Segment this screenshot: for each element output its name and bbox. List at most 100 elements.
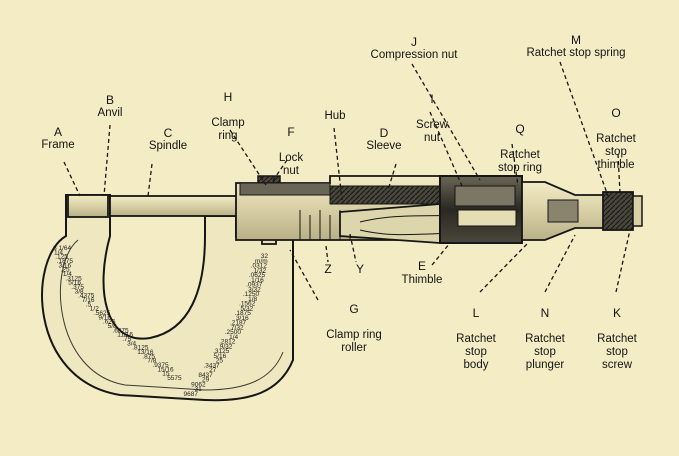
scale-entry: 1/16 [251, 277, 264, 284]
scale-entry: .2500 [225, 329, 242, 336]
leader-lock-nut [271, 159, 288, 183]
label-text: Clamp ring roller [326, 329, 382, 354]
label-text: Compression nut [370, 49, 458, 61]
scale-entry: .5625 [94, 310, 111, 317]
anvil [67, 194, 109, 218]
label-text: Screw nut [416, 119, 448, 144]
scale-entry: 15/16 [157, 366, 174, 373]
label-letter: Y [355, 262, 365, 276]
label-lock-nut: F Lock nut [279, 113, 303, 191]
scale-entry: 9/32 [220, 343, 233, 350]
scale-entry: 3/8 [75, 288, 84, 295]
leader-clamp-ring [229, 129, 267, 186]
scale-entry: 7/16 [82, 297, 95, 304]
scale-entry: .0937 [246, 282, 263, 289]
label-letter: Z [324, 262, 332, 276]
scale-entry: .0312 [251, 263, 268, 270]
label-letter: D [379, 126, 389, 140]
label-letter: Q [515, 122, 525, 136]
scale-entry: 1/4 [54, 249, 63, 256]
scale-entry: .1250 [243, 291, 260, 298]
label-letter: O [611, 106, 621, 120]
scale-entry: .0625 [249, 272, 266, 279]
label-letter: B [105, 93, 114, 107]
scale-entry: 25 [216, 358, 224, 365]
label-sleeve: D Sleeve [366, 127, 401, 153]
leader-hub [333, 127, 343, 201]
scale-entry: 5/16 [214, 353, 227, 360]
label-letter: M [571, 33, 581, 47]
label-text: Ratchet stop spring [526, 47, 626, 59]
scale-entry: m/m [255, 258, 268, 265]
frame-scale-left: 8 1/641/4.125.18753/16.251/4.31255/16.37… [53, 245, 182, 382]
scale-entry: .6875 [112, 327, 129, 334]
label-letter: C [163, 126, 173, 140]
label-clamp-ring-roller: G Clamp ring roller [326, 290, 382, 368]
leader-ratchet-stop-body [479, 242, 529, 293]
label-ratchet-stop-ring: Q Ratchet stop ring [498, 110, 542, 188]
scale-entry: .25 [61, 267, 70, 274]
label-text: Frame [41, 139, 75, 151]
scale-entry: .3125 [66, 275, 83, 282]
label-text: Ratchet stop body [456, 333, 496, 371]
scale-entry: 15 [162, 371, 170, 378]
label-ratchet-stop-screw: K Ratchet stop screw [597, 294, 637, 385]
leader-ratchet-stop-spring [559, 61, 609, 197]
frame-scale-right: 32m/m.03121/32.06251/16.09373/32.12501/8… [184, 253, 269, 398]
label-hub: Hub [324, 110, 345, 123]
leader-lines [63, 61, 631, 301]
label-letter: K [612, 306, 622, 320]
leader-anvil [103, 124, 111, 197]
scale-entry: .125 [55, 254, 68, 261]
label-letter: N [540, 306, 550, 320]
leader-ratchet-stop-plunger [544, 234, 576, 293]
scale-entry: 9062 [191, 382, 206, 389]
scale-entry: 3/4 [127, 340, 136, 347]
scale-entry: .875 [142, 353, 155, 360]
label-letter: I [430, 92, 434, 106]
label-text: Sleeve [366, 140, 402, 152]
scale-entry: .1562 [239, 301, 256, 308]
scale-entry: .2187 [230, 320, 247, 327]
scale-entry: 9687 [184, 391, 199, 398]
scale-entry: .375 [71, 284, 84, 291]
label-letter: J [411, 35, 417, 49]
scale-entry: .4375 [78, 293, 95, 300]
scale-entry: 3/16 [59, 262, 72, 269]
label-ratchet-stop-plunger: N Ratchet stop plunger [525, 294, 565, 385]
label-text: Clamp ring [211, 117, 245, 142]
leader-ratchet-stop-screw [615, 229, 631, 293]
scale-entry: 32 [261, 253, 269, 260]
scale-entry: 5/32 [241, 305, 254, 312]
scale-entry: 3/32 [248, 286, 261, 293]
label-letter: H [223, 90, 233, 104]
scale-entry: .625 [103, 319, 116, 326]
label-text: Ratchet stop screw [597, 333, 637, 371]
leader-ratchet-stop-ring [511, 143, 519, 187]
scale-entry: 1/2 [90, 306, 99, 313]
scale-entry: 31 [195, 386, 203, 393]
label-letter: E [417, 259, 426, 273]
label-letter: L [472, 306, 480, 320]
scale-entry: 29 [202, 377, 210, 384]
label-text: Ratchet stop ring [497, 149, 543, 174]
scale-entry: .5 [86, 301, 92, 308]
label-text: Ratchet stop plunger [525, 333, 565, 371]
label-clamp-ring: H Clamp ring [211, 78, 244, 156]
leader-z [325, 245, 329, 263]
leader-y [349, 233, 357, 263]
scale-entry: 7/32 [231, 324, 244, 331]
scale-entry: 3/16 [236, 315, 249, 322]
scale-entry: .8125 [132, 345, 149, 352]
label-spindle: C Spindle [149, 127, 187, 153]
scale-entry: .2812 [219, 339, 236, 346]
scale-entry: 1/4 [63, 271, 72, 278]
label-anvil: B Anvil [98, 94, 123, 120]
label-compression-nut: J Compression nut [371, 36, 458, 62]
scale-entry: 13/16 [137, 349, 154, 356]
scale-entry: 27 [209, 367, 217, 374]
label-z: Z [324, 263, 331, 276]
scale-entry: 8 1/64 [53, 245, 71, 252]
scale-entry: 1/32 [253, 267, 266, 274]
